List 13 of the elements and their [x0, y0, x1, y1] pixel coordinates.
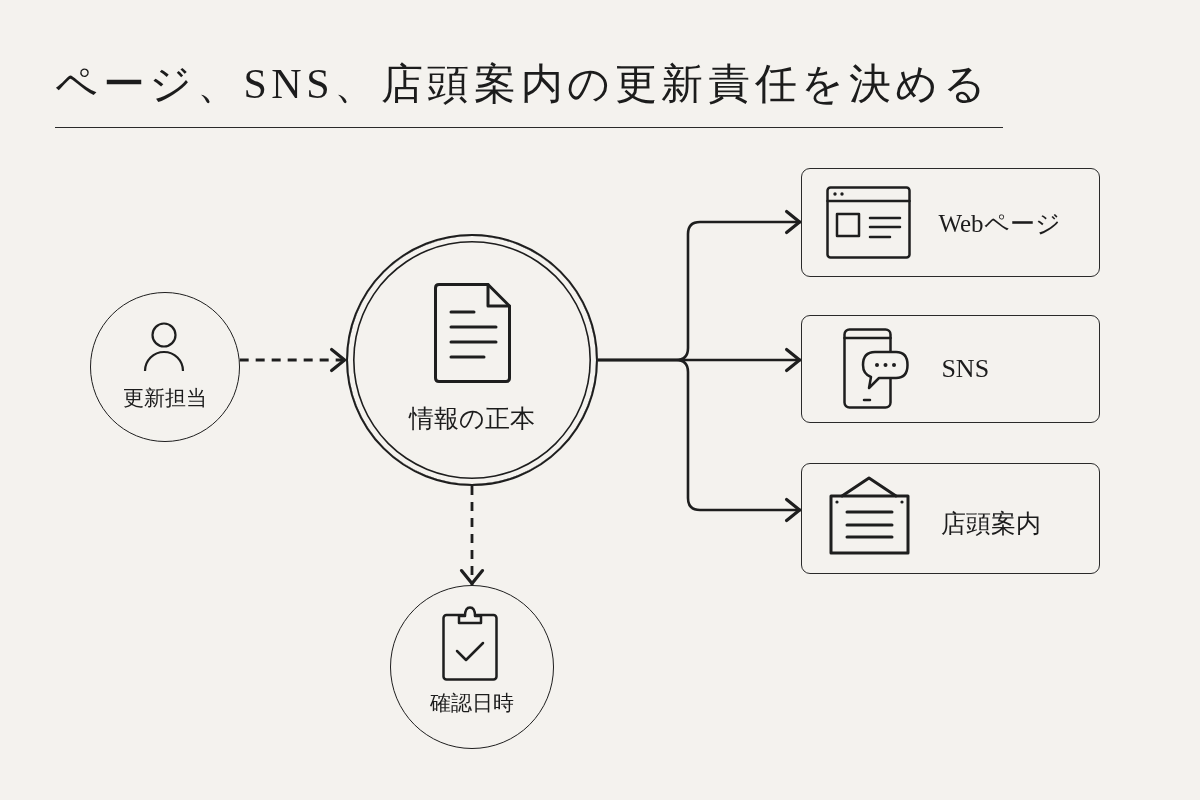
node-label: 確認日時: [430, 691, 514, 717]
node-label: Webページ: [938, 209, 1061, 240]
dashed-arrow: [239, 347, 347, 373]
node-label: 情報の正本: [409, 404, 535, 435]
node-label: 更新担当: [123, 386, 207, 412]
output-box: [801, 315, 1100, 423]
output-box: [801, 463, 1100, 574]
node-label: 店頭案内: [941, 509, 1042, 540]
output-box: [801, 168, 1100, 277]
dashed-arrow: [459, 486, 485, 586]
title: ページ、SNS、店頭案内の更新責任を決める: [55, 60, 991, 109]
double-circle-node: [346, 234, 598, 486]
node-label: SNS: [941, 353, 990, 385]
